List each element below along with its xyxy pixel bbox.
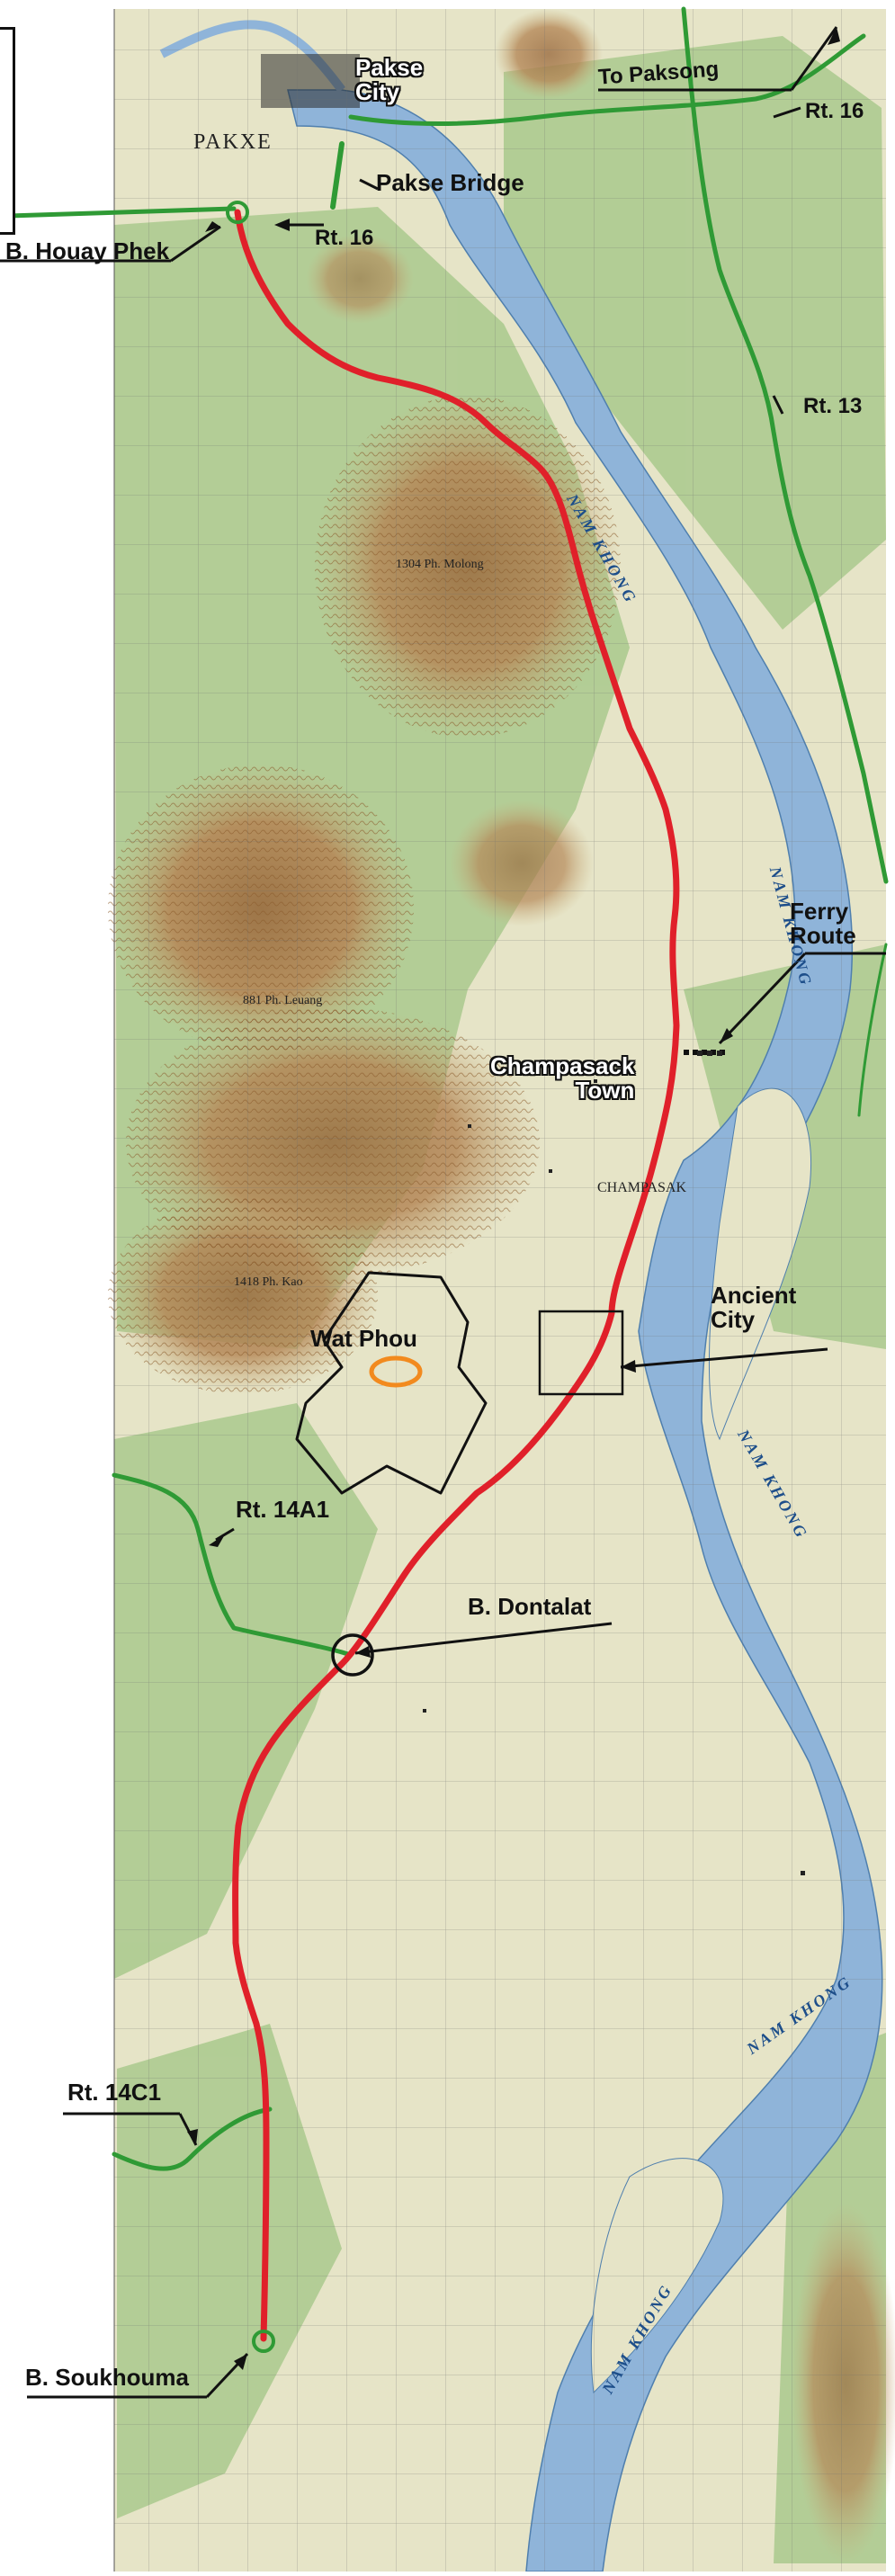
label-rt13: Rt. 13 (803, 394, 863, 418)
label-b-soukhouma: B. Soukhouma (25, 2364, 190, 2391)
label-ancient-city: Ancient City (711, 1282, 797, 1334)
label-pakse-bridge: Pakse Bridge (376, 169, 524, 196)
route-13-south (857, 943, 888, 1117)
peak-label-molong: 1304 Ph. Molong (396, 558, 484, 571)
houay-phek-circle (226, 201, 249, 224)
label-ferry-route: Ferry Route (790, 898, 856, 950)
settlement-dots (423, 1051, 805, 1875)
pakxe-map-label: PAKXE (193, 130, 273, 154)
main-route (232, 209, 680, 2342)
callout-arrowheads (187, 27, 840, 2370)
label-rt16-west: Rt. 16 (315, 226, 374, 250)
champasak-map-label: CHAMPASAK (597, 1180, 686, 1195)
label-wat-phou: Wat Phou (310, 1325, 417, 1352)
peak-label-kao: 1418 Ph. Kao (234, 1275, 303, 1289)
label-champasack-town: Champasack Town (490, 1052, 635, 1105)
label-b-dontalat: B. Dontalat (468, 1593, 592, 1620)
route-14a1 (112, 1472, 354, 1658)
pakse-bridge (330, 141, 345, 210)
wat-phou-outline (295, 1271, 488, 1495)
route-14c1 (112, 2106, 273, 2171)
ancient-city-box (538, 1310, 624, 1396)
wat-phou-marker (369, 1355, 423, 1388)
route-16-west (6, 206, 237, 219)
dontalat-circle (331, 1633, 374, 1677)
callout-lines (0, 26, 886, 2399)
label-rt14c1: Rt. 14C1 (67, 2079, 162, 2106)
legend-box (0, 27, 15, 235)
label-pakse-city: Pakse City (355, 54, 424, 106)
peak-label-leuang: 881 Ph. Leuang (243, 994, 323, 1007)
route-13 (681, 6, 889, 884)
label-b-houay-phek: B. Houay Phek (5, 237, 170, 264)
soukhouma-circle (252, 2330, 275, 2353)
secondary-routes (6, 6, 889, 2171)
route-16-east (348, 33, 866, 126)
label-rt16-east: Rt. 16 (805, 99, 864, 123)
label-rt14a1: Rt. 14A1 (236, 1496, 330, 1523)
